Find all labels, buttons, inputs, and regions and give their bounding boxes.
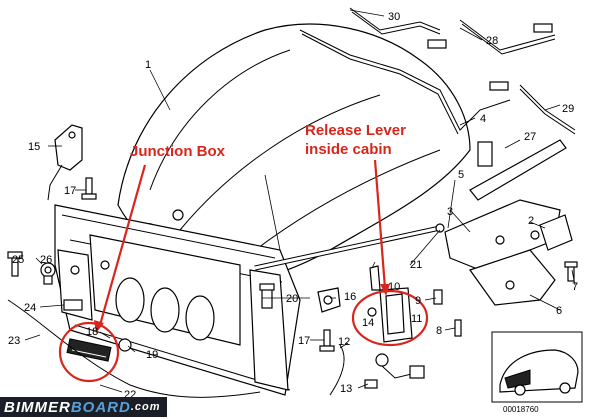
part-label-14: 14 — [362, 317, 374, 329]
junction-box-callout: Junction Box — [130, 143, 226, 160]
part-label-19: 19 — [146, 349, 158, 361]
bolt-17-top — [81, 177, 97, 200]
part-label-17b: 17 — [298, 335, 310, 347]
bowden-cable-23 — [7, 299, 261, 398]
part-label-15: 15 — [28, 141, 40, 153]
part-label-25: 25 — [12, 254, 24, 266]
part-label-21: 21 — [410, 259, 422, 271]
part-label-1: 1 — [145, 59, 151, 71]
bolt-8 — [454, 319, 462, 337]
bolt-7 — [564, 261, 578, 282]
part-label-12: 12 — [338, 336, 350, 348]
catalog-number: 00018760 — [503, 405, 539, 414]
bolt-17-bottom — [319, 329, 335, 352]
part-label-24: 24 — [24, 302, 36, 314]
part-label-16: 16 — [344, 291, 356, 303]
part-label-29: 29 — [562, 103, 574, 115]
part-label-11: 11 — [411, 313, 422, 325]
rod-30 — [349, 7, 441, 31]
bimmerboard-logo[interactable]: BIMMER BOARD .com — [0, 397, 167, 417]
release-lever-highlight — [351, 159, 429, 347]
nut-26 — [40, 262, 56, 285]
part-label-27: 27 — [524, 131, 536, 143]
bolt-9 — [433, 289, 443, 305]
part-label-17a: 17 — [64, 185, 76, 197]
part-label-3: 3 — [447, 206, 453, 218]
logo-text-board: BOARD — [70, 398, 131, 416]
bolt-25 — [7, 251, 23, 277]
part-label-13: 13 — [340, 383, 352, 395]
junction-box-highlight — [58, 164, 147, 383]
rod-28 — [459, 19, 556, 51]
cable-end-13 — [364, 353, 425, 389]
part-label-18: 18 — [86, 326, 98, 338]
release-lever — [367, 265, 413, 343]
part-label-6: 6 — [556, 305, 562, 317]
seal-27 — [469, 139, 567, 201]
part-label-28: 28 — [486, 35, 498, 47]
stop-20 — [259, 283, 275, 309]
part-label-4: 4 — [480, 113, 486, 125]
logo-text-bimmer: BIMMER — [4, 398, 71, 416]
car-thumbnail — [491, 331, 583, 403]
part-label-10: 10 — [388, 281, 400, 293]
front-frame-drawing — [54, 204, 301, 396]
seal-4 — [299, 29, 511, 131]
part-label-9: 9 — [415, 295, 421, 307]
part-label-20: 20 — [286, 293, 298, 305]
part-label-7: 7 — [572, 281, 578, 293]
cable-12 — [329, 344, 345, 396]
logo-text-com: .com — [130, 401, 161, 413]
clip-24 — [63, 299, 83, 311]
leader-lines — [18, 9, 576, 393]
release-lever-callout-line1: Release Lever — [305, 122, 406, 139]
part-label-26: 26 — [40, 254, 52, 266]
release-lever-callout-line2: inside cabin — [305, 141, 392, 158]
part-label-5: 5 — [458, 169, 464, 181]
buffer-16 — [317, 287, 341, 313]
part-label-23: 23 — [8, 335, 20, 347]
junction-box-part — [66, 338, 112, 362]
hood-lock-15 — [47, 124, 83, 201]
hood-hinge — [444, 199, 573, 306]
part-label-30: 30 — [388, 11, 400, 23]
part-label-8: 8 — [436, 325, 442, 337]
part-label-2: 2 — [528, 215, 534, 227]
